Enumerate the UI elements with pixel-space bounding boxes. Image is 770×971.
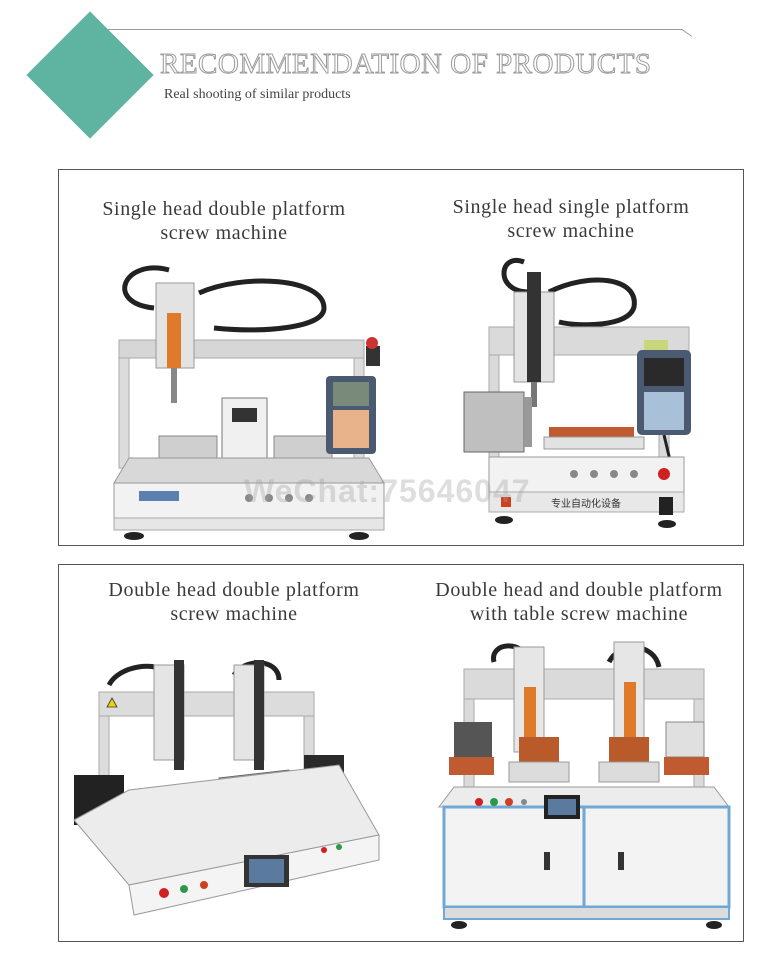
product-name-line1: Single head single platform xyxy=(452,196,690,218)
product-image-single-head-single-platform: 专业自动化设备 xyxy=(463,257,691,528)
header-divider-line xyxy=(108,29,683,30)
product-name-line2: with table screw machine xyxy=(469,603,689,625)
product-panel-bottom: Double head double platform screw machin… xyxy=(58,564,744,942)
product-caption-4: Double head and double platform with tab… xyxy=(414,578,744,626)
product-name-line2: screw machine xyxy=(160,222,288,244)
product-panel-top: Single head double platform screw machin… xyxy=(58,169,744,546)
section-subtitle: Real shooting of similar products xyxy=(164,87,351,102)
product-name-line2: screw machine xyxy=(507,220,635,242)
header-diamond-shape xyxy=(26,11,154,139)
product-name-line1: Double head and double platform xyxy=(435,579,723,601)
product-name-line1: Single head double platform xyxy=(102,198,346,220)
header-divider-line-end xyxy=(681,29,693,37)
machine-panel-label: 专业自动化设备 xyxy=(551,497,621,510)
section-title: RECOMMENDATION OF PRODUCTS xyxy=(160,48,652,81)
product-image-double-head-double-platform xyxy=(73,660,380,916)
product-caption-3: Double head double platform screw machin… xyxy=(84,578,384,626)
product-name-line2: screw machine xyxy=(170,603,298,625)
product-name-line1: Double head double platform xyxy=(108,579,360,601)
watermark-text: WeChat:75646047 xyxy=(244,473,531,509)
product-image-double-head-double-platform-with-table xyxy=(438,641,731,929)
product-image-single-head-double-platform xyxy=(113,265,385,540)
product-caption-2: Single head single platform screw machin… xyxy=(431,195,711,243)
product-caption-1: Single head double platform screw machin… xyxy=(89,197,359,245)
